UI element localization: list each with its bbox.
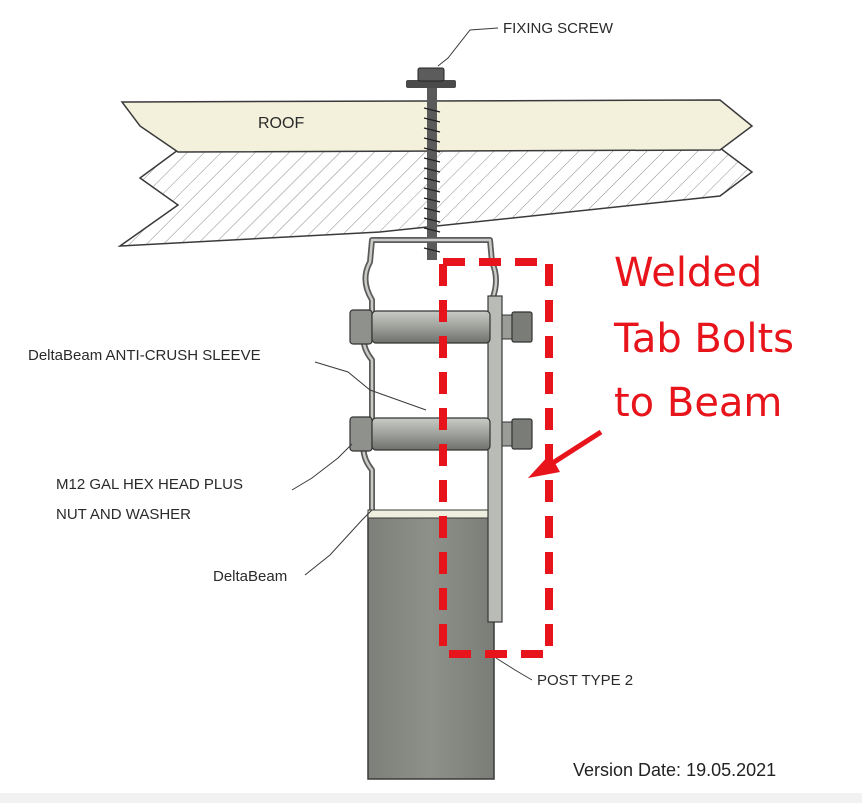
post-type-label: POST TYPE 2: [537, 672, 633, 689]
deltabeam-label: DeltaBeam: [213, 568, 287, 585]
callout-line-3: to Beam: [614, 380, 782, 426]
post: [367, 509, 495, 780]
callout-line-1: Welded: [614, 250, 762, 296]
welded-tab: [487, 295, 503, 623]
anti-crush-sleeve-label: DeltaBeam ANTI-CRUSH SLEEVE: [28, 347, 261, 364]
version-date: Version Date: 19.05.2021: [573, 760, 776, 780]
leader-lines: [291, 27, 533, 681]
upper-bolt: [349, 309, 533, 345]
roof-section: [117, 99, 755, 247]
hex-head-label-line1: M12 GAL HEX HEAD PLUS: [56, 476, 243, 493]
bottom-bar: [0, 793, 862, 803]
lower-bolt: [349, 416, 533, 452]
roof-label: ROOF: [258, 115, 304, 132]
callout-arrow: [528, 429, 603, 478]
deltabeam-profile: [360, 237, 500, 512]
fixing-screw-label: FIXING SCREW: [503, 20, 614, 37]
callout-line-2: Tab Bolts: [613, 316, 794, 362]
hex-head-label-line2: NUT AND WASHER: [56, 506, 191, 523]
fixing-screw: [406, 67, 456, 260]
